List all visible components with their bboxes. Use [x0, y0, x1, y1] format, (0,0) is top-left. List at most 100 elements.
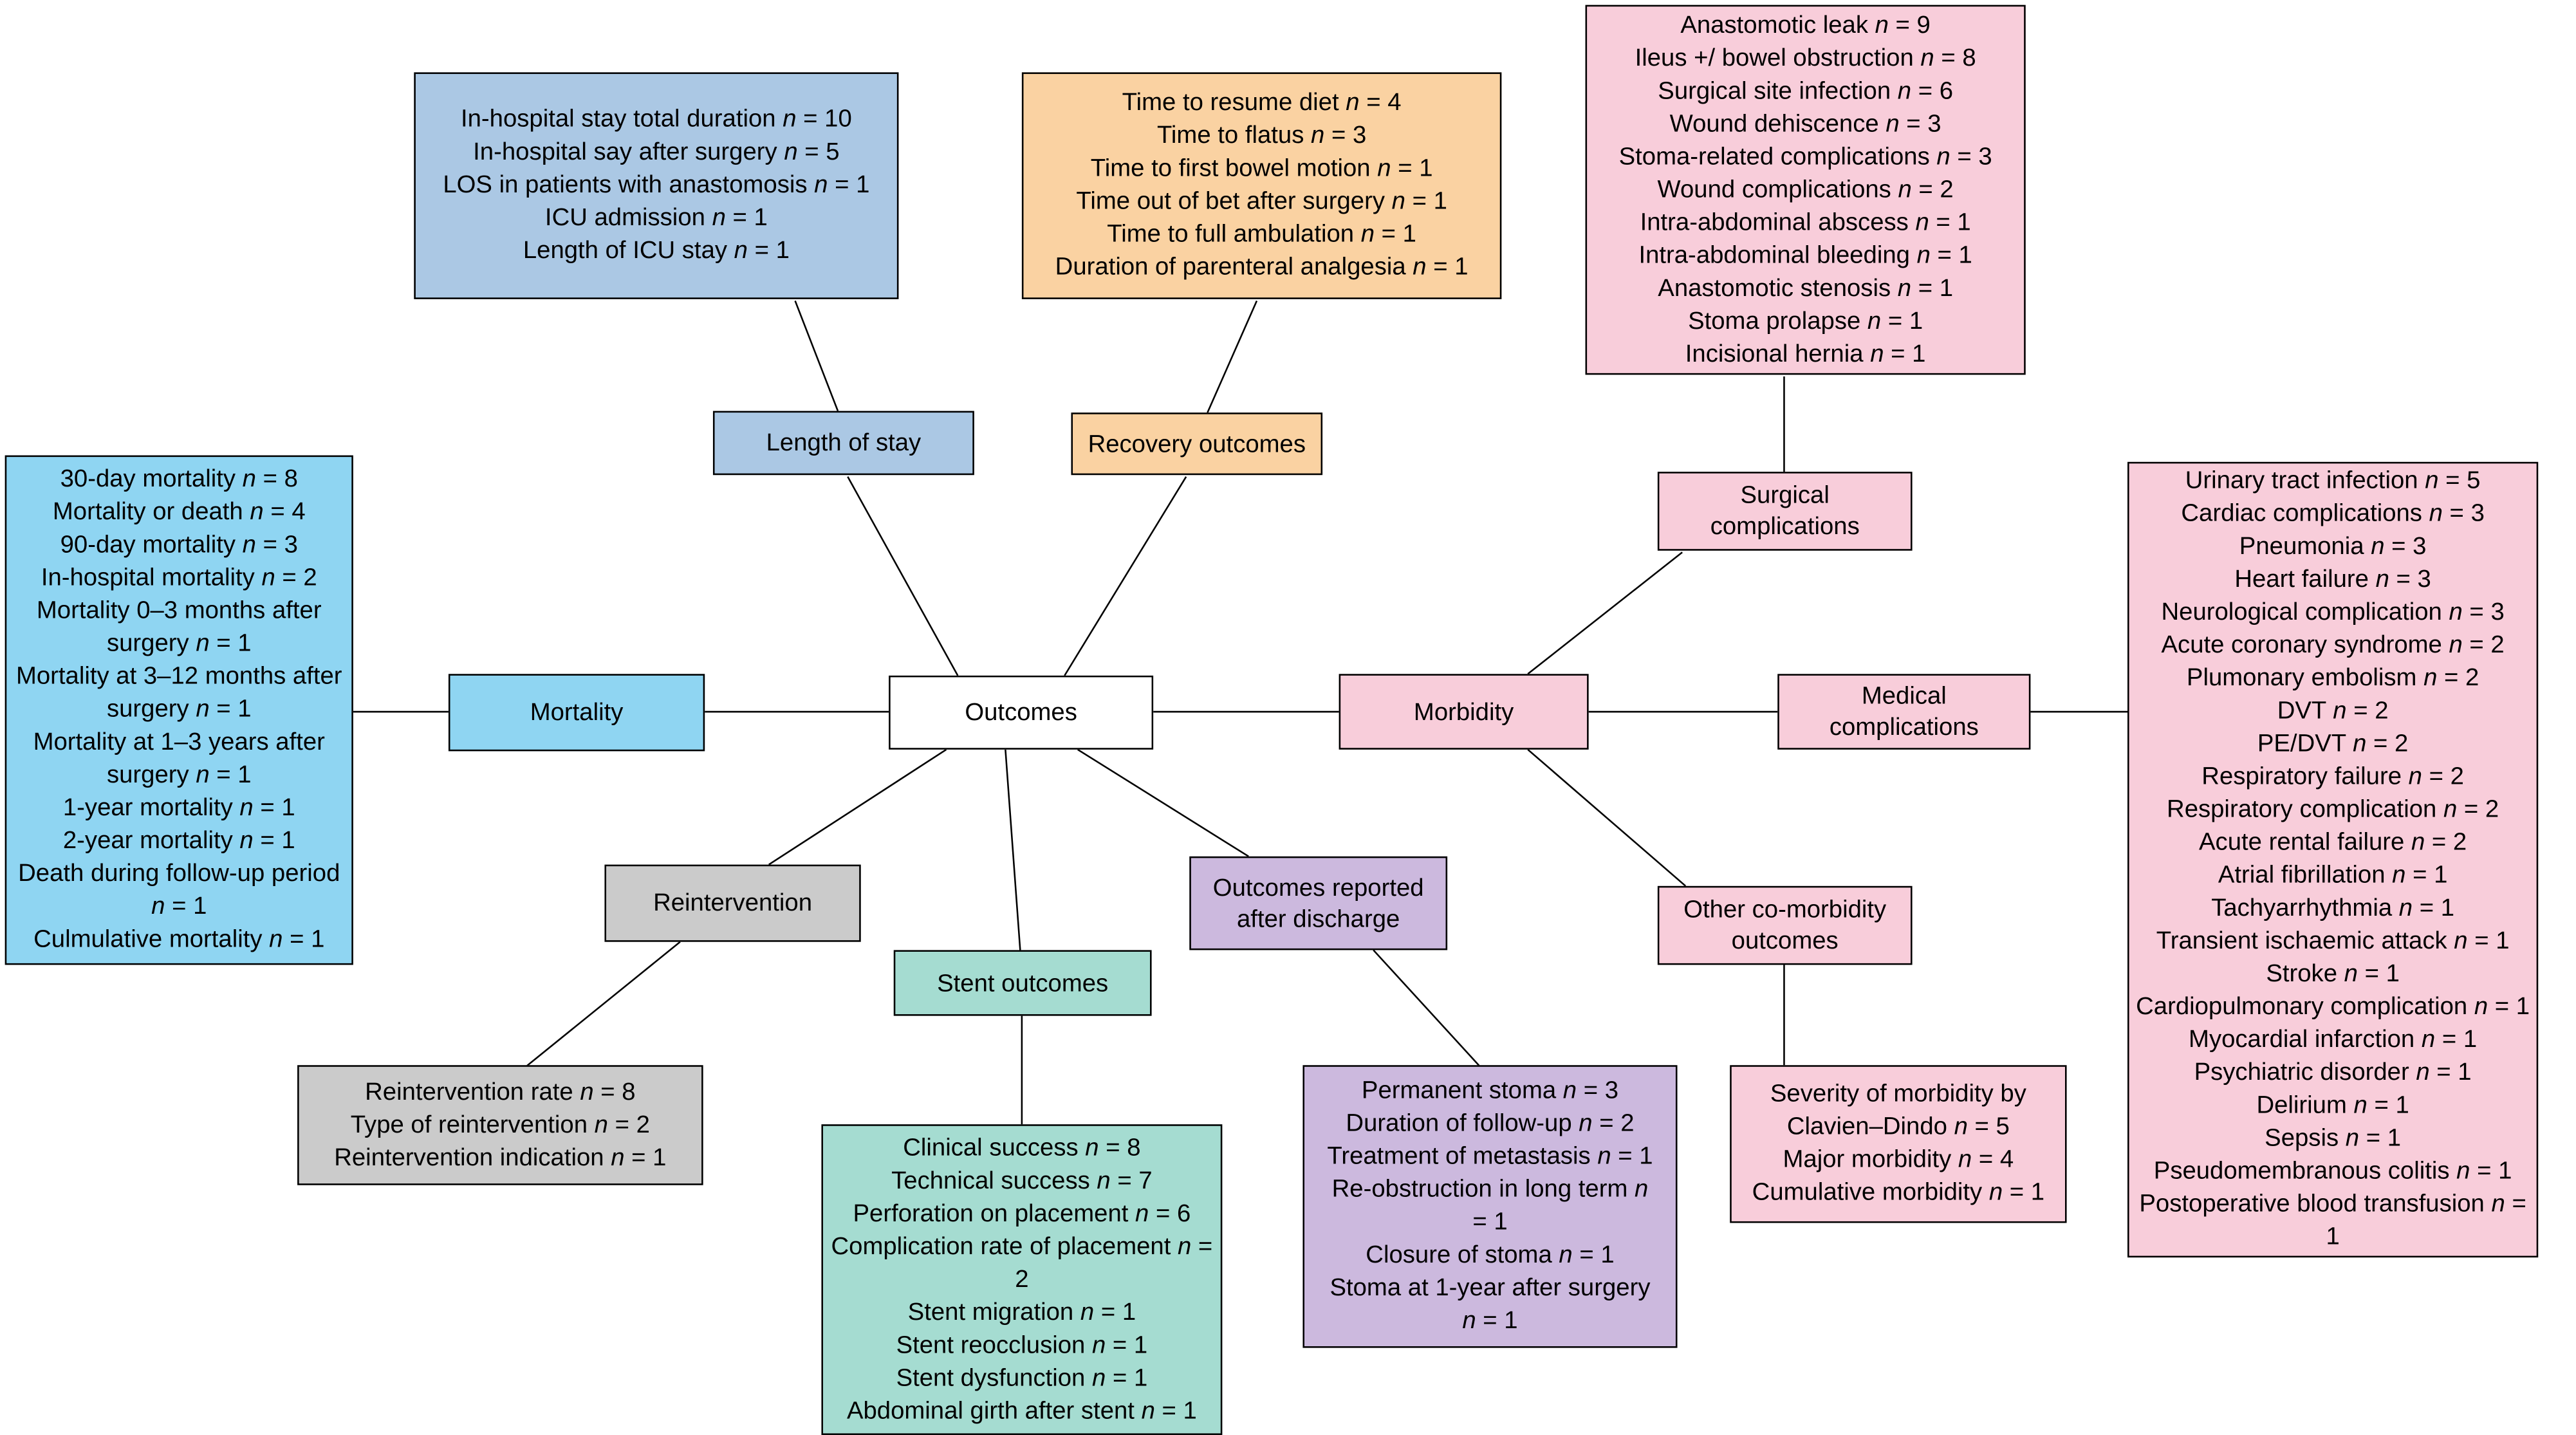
outcome-item: Stoma at 1-year after surgery n = 1 [1330, 1273, 1651, 1335]
node-reintervention-label: Reintervention [653, 889, 813, 918]
outcome-item: Pseudomembranous colitis n = 1 [2153, 1157, 2512, 1185]
outcome-item: Plumonary embolism n = 2 [2186, 663, 2479, 692]
outcome-item: In-hospital stay total duration n = 10 [460, 105, 852, 133]
outcome-item: Time to first bowel motion n = 1 [1090, 154, 1433, 183]
outcome-item: Mortality 0–3 months after surgery n = 1 [36, 597, 322, 658]
node-outcomes-after-discharge-label: Outcomes reported after discharge [1212, 873, 1424, 933]
node-length-of-stay-label: Length of stay [766, 429, 922, 458]
outcome-item: Neurological complication n = 3 [2161, 598, 2505, 627]
outcome-item: 90-day mortality n = 3 [60, 531, 298, 559]
outcome-item: Perforation on placement n = 6 [853, 1199, 1191, 1227]
outcome-item: Stoma-related complications n = 3 [1618, 142, 1992, 171]
outcome-item: PE/DVT n = 2 [2257, 730, 2409, 758]
node-stent-outcomes: Stent outcomes [893, 950, 1152, 1016]
outcome-item: Urinary tract infection n = 5 [2185, 467, 2481, 495]
outcome-item: Duration of parenteral analgesia n = 1 [1055, 253, 1469, 281]
outcome-item: Respiratory complication n = 2 [2167, 795, 2499, 824]
outcome-item: Death during follow-up period n = 1 [18, 859, 340, 921]
outcome-item: Wound complications n = 2 [1657, 175, 1954, 203]
outcome-item: Wound dehiscence n = 3 [1669, 109, 1941, 138]
node-other-comorbidity-outcomes: Other co-morbidity outcomes [1657, 885, 1913, 965]
outcome-item: Reintervention indication n = 1 [334, 1143, 667, 1172]
outcome-item: Cardiopulmonary complication n = 1 [2136, 992, 2530, 1021]
node-medical-complications-label: Medical complications [1829, 682, 1979, 742]
outcome-item: Transient ischaemic attack n = 1 [2156, 927, 2510, 956]
node-morbidity-label: Morbidity [1413, 698, 1514, 726]
outcome-item: Stoma prolapse n = 1 [1688, 306, 1923, 335]
node-mortality-label: Mortality [530, 698, 624, 727]
outcome-item: Postoperative blood transfusion n = 1 [2139, 1190, 2526, 1251]
outcome-item: Intra-abdominal abscess n = 1 [1640, 208, 1971, 236]
outcome-item: Heart failure n = 3 [2234, 565, 2431, 594]
outcome-item: Respiratory failure n = 2 [2201, 763, 2464, 791]
node-medical-complications: Medical complications [1777, 674, 2031, 750]
outcome-item: In-hospital mortality n = 2 [41, 564, 317, 592]
node-surgical-complications-label: Surgical complications [1710, 481, 1860, 541]
node-length-of-stay: Length of stay [712, 411, 974, 476]
outcome-item: Major morbidity n = 4 [1783, 1145, 2014, 1174]
outcome-item: Intra-abdominal bleeding n = 1 [1638, 241, 1972, 269]
node-outcomes: Outcomes [889, 675, 1154, 750]
outcome-item: ICU admission n = 1 [544, 203, 768, 232]
outcome-item: Stent dysfunction n = 1 [896, 1363, 1148, 1392]
outcome-item: Delirium n = 1 [2256, 1091, 2409, 1120]
outcomes-after-discharge-detail-box: Permanent stoma n = 3 Duration of follow-… [1302, 1065, 1678, 1348]
outcome-item: Culmulative mortality n = 1 [33, 925, 325, 954]
outcome-item: Mortality at 3–12 months after surgery n… [15, 662, 342, 723]
outcome-item: Severity of morbidity by Clavien–Dindo n… [1770, 1080, 2026, 1141]
outcome-item: Abdominal girth after stent n = 1 [846, 1396, 1197, 1425]
outcome-item: Acute coronary syndrome n = 2 [2161, 631, 2505, 660]
outcome-item: Treatment of metastasis n = 1 [1327, 1142, 1653, 1171]
outcome-item: Tachyarrhythmia n = 1 [2211, 894, 2455, 923]
outcome-item: DVT n = 2 [2277, 697, 2389, 725]
outcome-item: Acute rental failure n = 2 [2199, 828, 2467, 856]
outcome-item: Reintervention rate n = 8 [365, 1077, 636, 1106]
node-outcomes-label: Outcomes [965, 698, 1077, 727]
outcome-item: Atrial fibrillation n = 1 [2218, 861, 2448, 889]
outcome-item: Time to full ambulation n = 1 [1107, 220, 1416, 248]
outcome-item: Surgical site infection n = 6 [1658, 76, 1953, 105]
outcome-item: Myocardial infarction n = 1 [2189, 1025, 2478, 1054]
node-reintervention: Reintervention [604, 864, 861, 942]
node-recovery-outcomes: Recovery outcomes [1071, 412, 1323, 476]
node-morbidity: Morbidity [1339, 674, 1589, 750]
node-mortality: Mortality [448, 674, 705, 752]
outcome-item: 30-day mortality n = 8 [60, 465, 298, 494]
outcome-item: Closure of stoma n = 1 [1366, 1241, 1615, 1269]
outcome-item: Duration of follow-up n = 2 [1346, 1109, 1635, 1138]
outcome-item: Technical success n = 7 [891, 1166, 1153, 1194]
outcome-item: Cumulative morbidity n = 1 [1752, 1178, 2045, 1207]
reintervention-detail-box: Reintervention rate n = 8 Type of reinter… [297, 1065, 703, 1185]
outcome-item: Stent reocclusion n = 1 [896, 1330, 1148, 1359]
outcome-item: Mortality at 1–3 years after surgery n =… [33, 728, 325, 790]
outcome-item: LOS in patients with anastomosis n = 1 [443, 171, 870, 199]
outcome-item: Stent migration n = 1 [907, 1297, 1136, 1326]
node-outcomes-after-discharge: Outcomes reported after discharge [1189, 856, 1448, 950]
outcome-item: Incisional hernia n = 1 [1685, 339, 1926, 367]
node-recovery-outcomes-label: Recovery outcomes [1088, 429, 1306, 458]
outcome-item: Time out of bet after surgery n = 1 [1076, 187, 1447, 216]
outcome-item: Permanent stoma n = 3 [1361, 1077, 1619, 1105]
outcome-item: Time to resume diet n = 4 [1122, 88, 1402, 117]
outcome-item: 1-year mortality n = 1 [62, 793, 295, 822]
outcome-item: Anastomotic stenosis n = 1 [1658, 273, 1953, 302]
outcome-item: Psychiatric disorder n = 1 [2194, 1059, 2472, 1087]
outcome-item: Clinical success n = 8 [903, 1133, 1141, 1162]
outcome-item: Sepsis n = 1 [2265, 1124, 2402, 1153]
outcome-item: Mortality or death n = 4 [52, 497, 306, 526]
mortality-detail-box: 30-day mortality n = 8 Mortality or death… [5, 455, 353, 965]
stent-outcomes-detail-box: Clinical success n = 8 Technical success … [821, 1124, 1223, 1435]
outcome-item: Complication rate of placement n = 2 [831, 1232, 1213, 1293]
node-surgical-complications: Surgical complications [1657, 472, 1913, 551]
node-other-comorbidity-outcomes-label: Other co-morbidity outcomes [1683, 896, 1887, 956]
outcome-item: Type of reintervention n = 2 [350, 1110, 650, 1138]
other-comorbidity-detail-box: Severity of morbidity by Clavien–Dindo n… [1730, 1065, 2067, 1223]
outcome-item: Stroke n = 1 [2266, 959, 2400, 988]
